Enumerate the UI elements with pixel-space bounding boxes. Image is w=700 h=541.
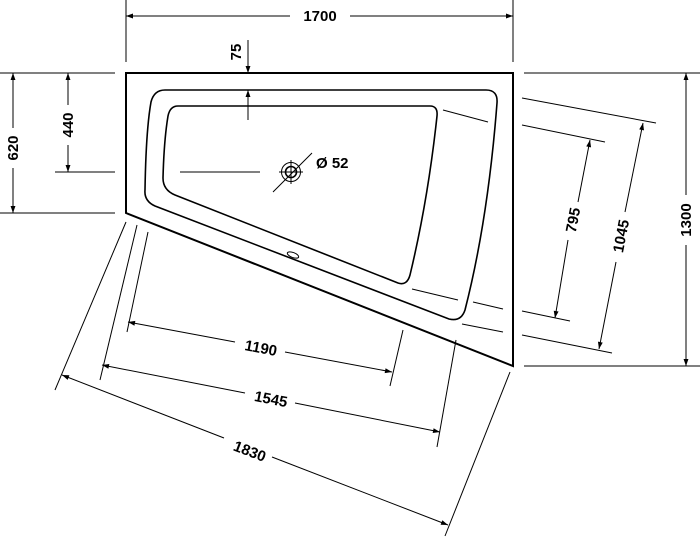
- dim-1300: 1300: [678, 203, 695, 236]
- tub-basin-outline: [162, 105, 438, 285]
- dim-1700: 1700: [303, 8, 336, 25]
- dim-440: 440: [60, 112, 77, 137]
- overflow-icon: [286, 251, 300, 259]
- tub-rim-outline: [144, 89, 498, 321]
- tub-outer-outline: [125, 72, 514, 368]
- dim-620: 620: [5, 135, 22, 160]
- drain-icon: [272, 152, 313, 193]
- dim-1045: 1045: [610, 218, 633, 254]
- drain-diameter-label: Ø 52: [316, 155, 349, 172]
- dim-75: 75: [228, 44, 245, 61]
- rim-section-lines: [411, 109, 504, 333]
- dim-1545: 1545: [253, 388, 289, 411]
- dim-1830: 1830: [231, 438, 268, 466]
- dim-795: 795: [563, 206, 584, 234]
- dim-1190: 1190: [243, 337, 278, 360]
